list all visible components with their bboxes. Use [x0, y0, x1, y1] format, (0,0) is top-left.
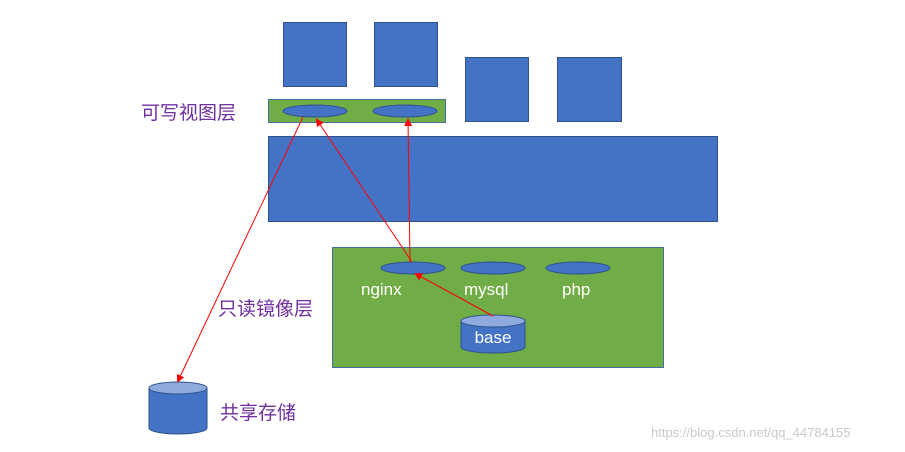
base-label: base	[475, 328, 512, 347]
container-box-1	[283, 22, 347, 87]
arrow-nginx-to-writable-1	[315, 118, 413, 263]
arrow-writable-to-storage	[176, 116, 304, 383]
base-cylinder-icon	[460, 314, 526, 354]
image-layer-php	[545, 261, 611, 275]
image-label-php: php	[562, 280, 591, 299]
container-runtime-block	[268, 136, 718, 222]
watermark-text: https://blog.csdn.net/qq_44784155	[651, 425, 851, 440]
writable-slot-1	[282, 104, 348, 118]
image-label-mysql: mysql	[464, 280, 509, 299]
container-box-3	[465, 57, 529, 122]
shared-storage-label: 共享存储	[220, 402, 297, 424]
container-box-2	[374, 22, 438, 87]
shared-storage-cylinder-icon	[148, 381, 208, 435]
image-layer-mysql	[460, 261, 526, 275]
readonly-layer-label: 只读镜像层	[218, 298, 314, 320]
arrow-nginx-to-writable-2	[404, 118, 413, 263]
writable-layer-label: 可写视图层	[141, 102, 237, 124]
writable-slot-2	[372, 104, 438, 118]
image-layer-nginx	[380, 261, 446, 275]
arrow-base-to-nginx	[414, 273, 494, 317]
container-box-4	[557, 57, 622, 122]
image-label-nginx: nginx	[361, 280, 402, 299]
